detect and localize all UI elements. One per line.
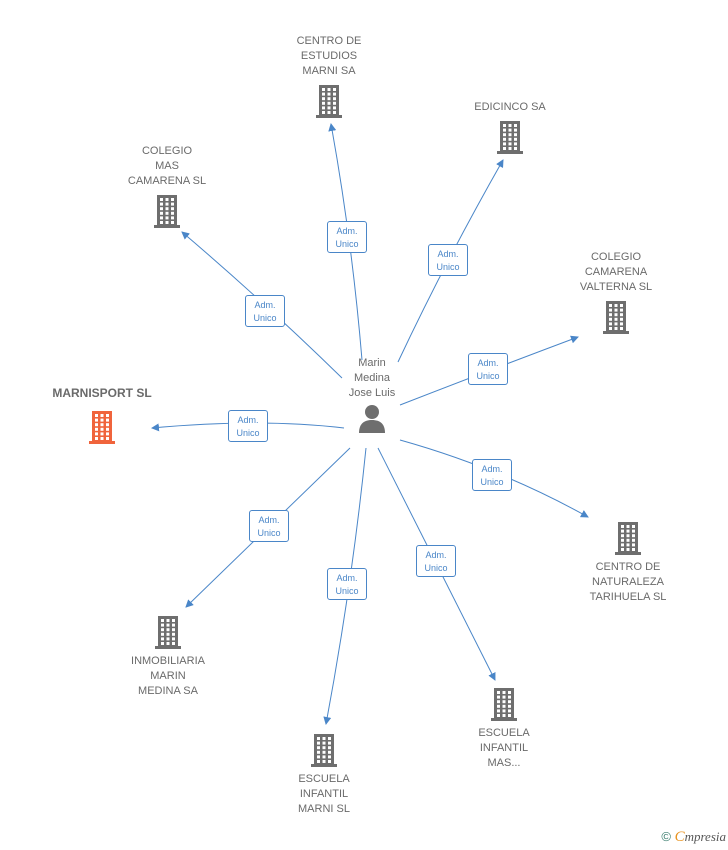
relation-badge[interactable]: Adm.Unico (416, 545, 456, 577)
company-label: ESCUELA INFANTIL MARNI SL (298, 773, 350, 815)
company-label: COLEGIO MAS CAMARENA SL (127, 145, 207, 187)
company-label: ESCUELA INFANTIL MAS... (478, 727, 530, 769)
relation-badge[interactable]: Adm.Unico (327, 568, 367, 600)
building-icon-highlighted (89, 411, 115, 444)
company-node-marnisport[interactable]: MARNISPORT SL (40, 386, 164, 445)
building-icon (311, 734, 337, 767)
company-node-escuela-mas[interactable]: ESCUELA INFANTIL MAS... (454, 686, 554, 771)
building-icon (154, 195, 180, 228)
company-label: MARNISPORT SL (52, 386, 152, 400)
copyright-icon: © (661, 829, 671, 844)
company-node-colegio-camarena-valterna[interactable]: COLEGIO CAMARENA VALTERNA SL (566, 250, 666, 335)
relation-badge[interactable]: Adm.Unico (472, 459, 512, 491)
building-icon (316, 85, 342, 118)
company-label: EDICINCO SA (474, 101, 546, 113)
company-node-centro-naturaleza[interactable]: CENTRO DE NATURALEZA TARIHUELA SL (573, 520, 683, 605)
building-icon (491, 688, 517, 721)
person-name: Marin Medina Jose Luis (348, 357, 396, 399)
relation-badge[interactable]: Adm.Unico (428, 244, 468, 276)
relation-badge[interactable]: Adm.Unico (245, 295, 285, 327)
person-node[interactable]: Marin Medina Jose Luis (330, 356, 414, 438)
relation-badge[interactable]: Adm.Unico (249, 510, 289, 542)
relation-badge[interactable]: Adm.Unico (327, 221, 367, 253)
company-label: INMOBILIARIA MARIN MEDINA SA (131, 655, 205, 697)
brand-initial: C (674, 829, 685, 845)
brand-name: mpresia (684, 829, 726, 844)
company-node-colegio-mas-camarena[interactable]: COLEGIO MAS CAMARENA SL (117, 144, 217, 229)
company-node-centro-estudios[interactable]: CENTRO DE ESTUDIOS MARNI SA (279, 34, 379, 119)
company-label: CENTRO DE NATURALEZA TARIHUELA SL (589, 561, 667, 603)
company-label: COLEGIO CAMARENA VALTERNA SL (579, 251, 653, 293)
building-icon (603, 301, 629, 334)
company-node-edicinco[interactable]: EDICINCO SA (460, 100, 560, 155)
building-icon (155, 616, 181, 649)
person-icon (359, 405, 385, 433)
relation-badge[interactable]: Adm.Unico (468, 353, 508, 385)
relation-badge[interactable]: Adm.Unico (228, 410, 268, 442)
company-label: CENTRO DE ESTUDIOS MARNI SA (296, 35, 362, 77)
building-icon (497, 121, 523, 154)
footer-brand[interactable]: © Cmpresia (661, 829, 726, 846)
company-node-escuela-marni[interactable]: ESCUELA INFANTIL MARNI SL (274, 732, 374, 817)
company-node-inmobiliaria[interactable]: INMOBILIARIA MARIN MEDINA SA (113, 614, 223, 699)
building-icon (615, 522, 641, 555)
